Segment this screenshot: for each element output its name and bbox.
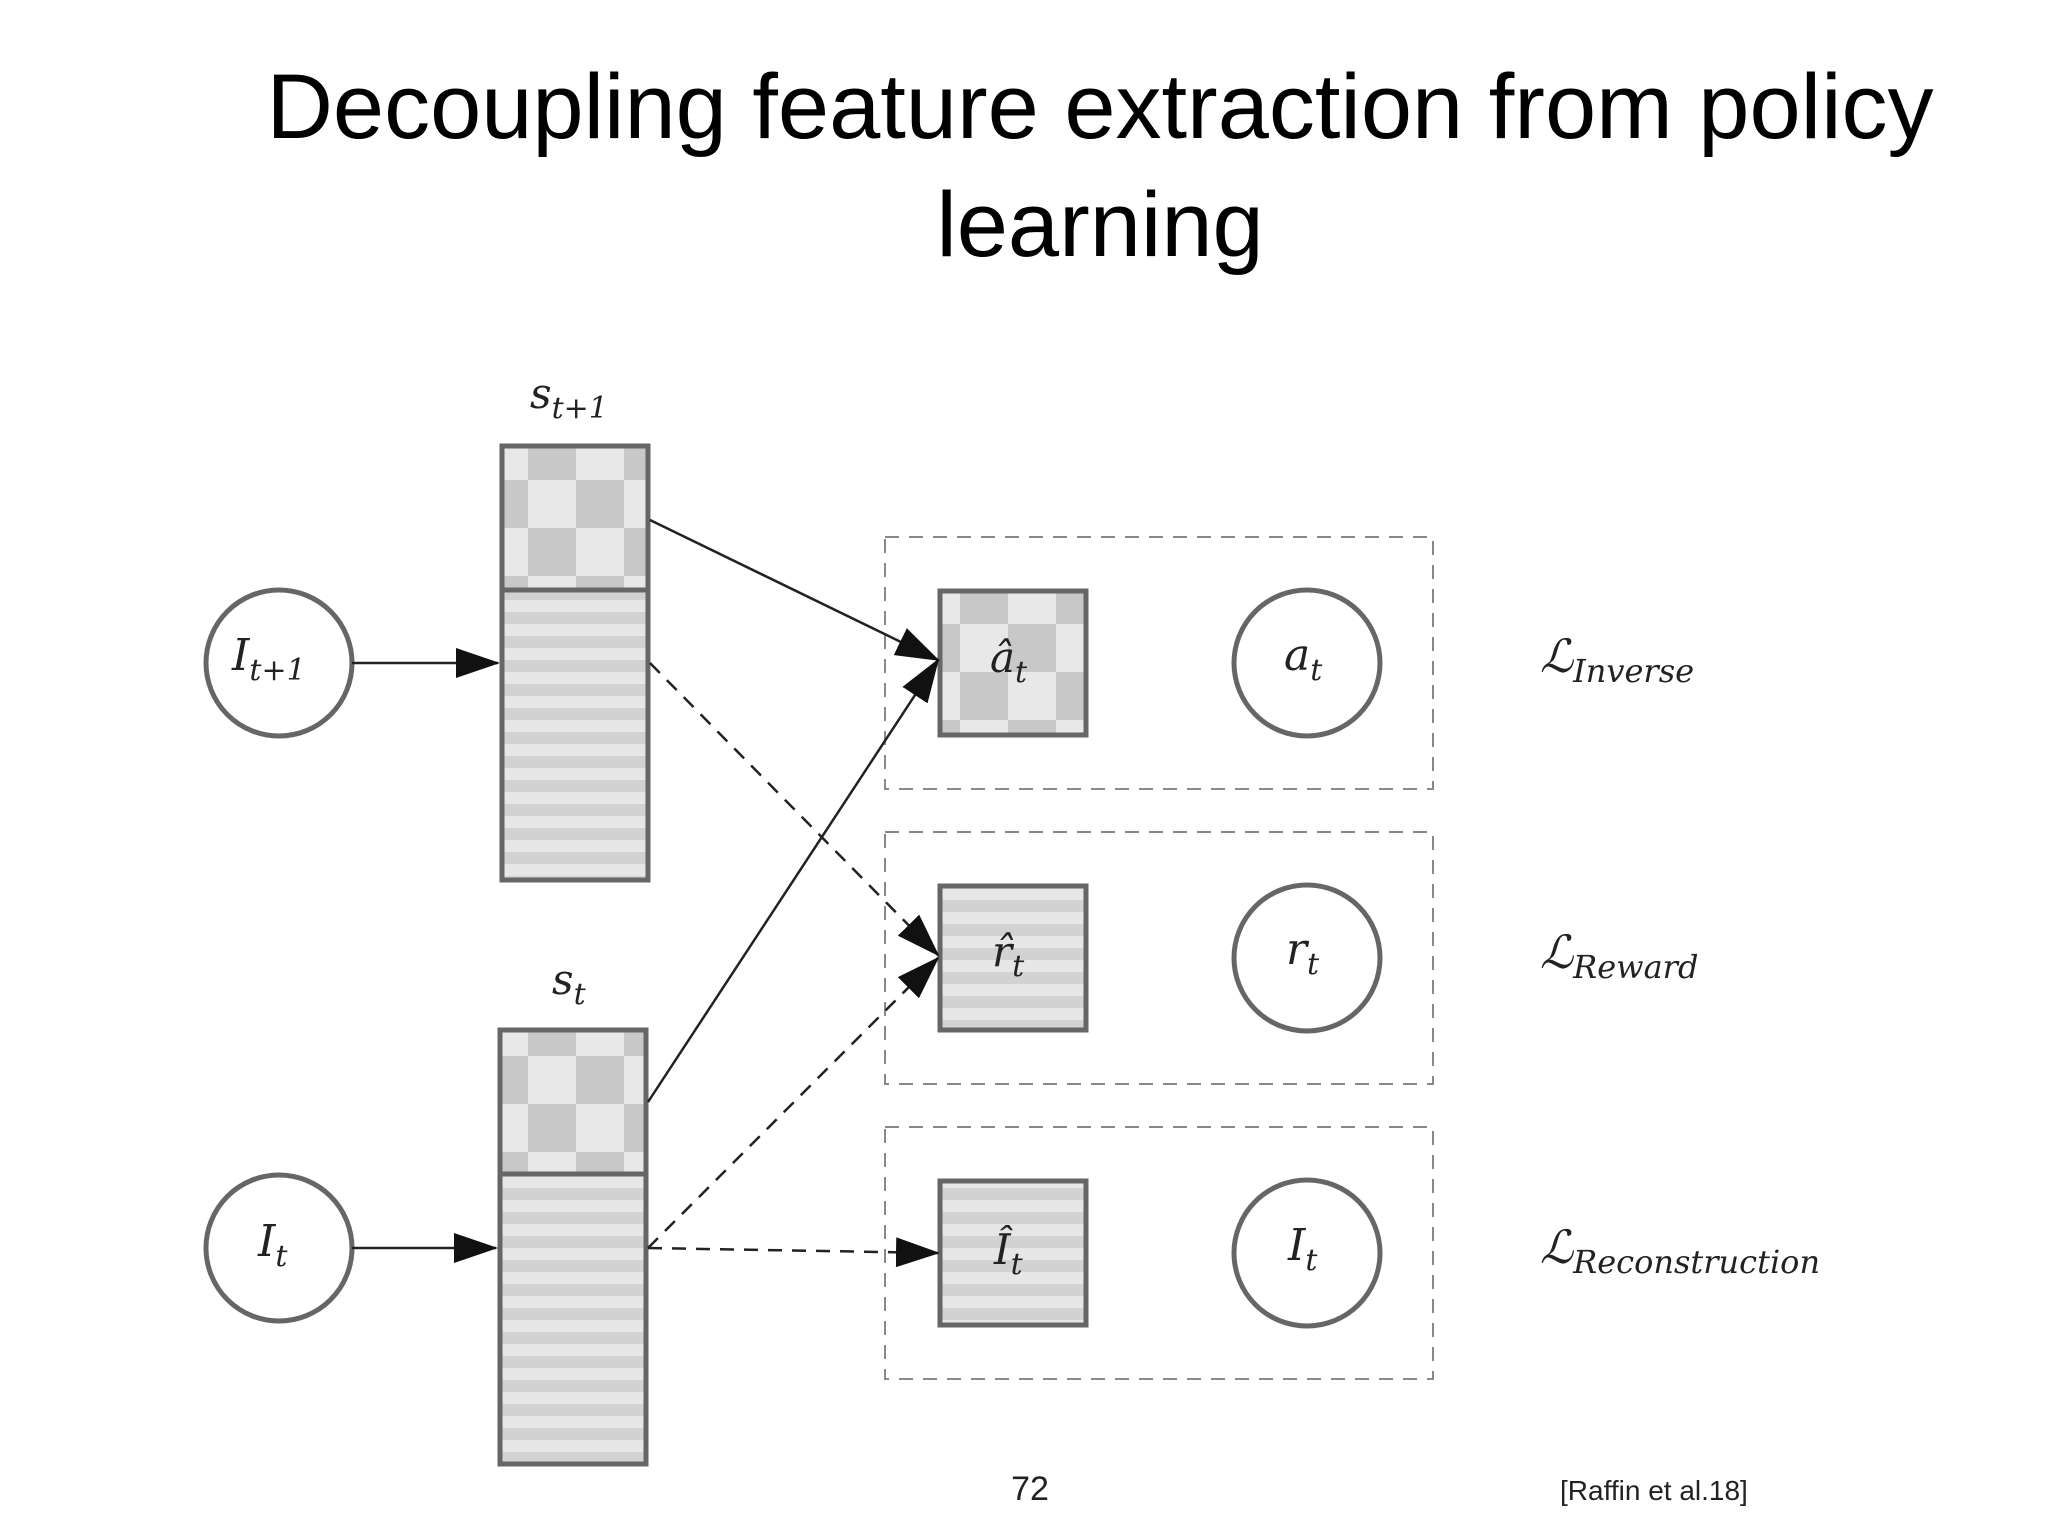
svg-text:It: It <box>257 1216 288 1274</box>
reward-loss-label: ℒReward <box>1540 925 1698 986</box>
reward-prediction-box: r̂t <box>937 883 1089 1033</box>
action-target-node: at <box>1231 587 1383 739</box>
next-state-embedding <box>499 587 651 883</box>
next-image-base: I <box>231 630 251 681</box>
next-image-node: It+1 <box>203 587 355 739</box>
svg-text:at: at <box>1284 630 1323 688</box>
reward-target-base: r <box>1286 924 1310 975</box>
svg-text:r̂t: r̂t <box>992 927 1025 984</box>
reconstruction-prediction-base: Î <box>993 1224 1013 1274</box>
reward-prediction-sub: t <box>1012 949 1025 984</box>
reconstruction-target-node: It <box>1231 1177 1383 1329</box>
reward-target-sub: t <box>1307 947 1320 982</box>
next-image-sub: t+1 <box>249 653 305 688</box>
image-sub: t <box>275 1239 288 1274</box>
action-target-sub: t <box>1310 653 1323 688</box>
action-prediction-box: ât <box>937 588 1089 738</box>
title-line-2: learning <box>936 174 1264 276</box>
reconstruction-target-sub: t <box>1305 1243 1318 1278</box>
next-state-label: st+1 <box>530 369 608 426</box>
svg-text:It: It <box>1287 1220 1318 1278</box>
action-prediction-sub: t <box>1015 655 1028 690</box>
reconstruction-loss-group <box>884 1126 1434 1380</box>
svg-text:Ît: Ît <box>993 1224 1024 1282</box>
reward-target-node: rt <box>1231 882 1383 1034</box>
svg-text:It+1: It+1 <box>231 630 306 688</box>
state-block <box>497 1027 649 1467</box>
citation: [Raffin et al.18] <box>1560 1475 1748 1506</box>
reconstruction-prediction-sub: t <box>1011 1247 1024 1282</box>
image-base: I <box>257 1216 277 1267</box>
image-node: It <box>203 1172 355 1324</box>
action-prediction-base: â <box>990 633 1015 682</box>
state-embedding <box>497 1171 649 1467</box>
reward-loss-group <box>884 831 1434 1085</box>
slide-title: Decoupling feature extraction from polic… <box>220 48 1980 284</box>
next-state-to-reward-arrow <box>649 662 940 957</box>
state-to-action-arrow <box>646 658 940 1103</box>
reconstruction-prediction-box: Ît <box>937 1178 1089 1328</box>
state-to-reconstruction-arrow <box>647 1237 940 1268</box>
svg-text:ât: ât <box>990 633 1028 690</box>
next-state-to-action-arrow <box>649 518 940 662</box>
next-state-block <box>499 443 651 883</box>
action-target-base: a <box>1284 630 1310 681</box>
state-label: st <box>552 955 587 1012</box>
reward-prediction-base: r̂ <box>992 927 1015 976</box>
inverse-loss-group <box>884 536 1434 790</box>
page-number: 72 <box>1011 1470 1049 1508</box>
reconstruction-target-base: I <box>1287 1220 1307 1271</box>
state-to-reward-arrow <box>647 956 940 1249</box>
inverse-loss-label: ℒInverse <box>1540 629 1694 690</box>
next-state-features <box>499 443 651 593</box>
svg-text:rt: rt <box>1286 924 1320 982</box>
reconstruction-loss-label: ℒReconstruction <box>1540 1220 1820 1281</box>
title-line-1: Decoupling feature extraction from polic… <box>266 56 1934 158</box>
state-features <box>497 1027 649 1177</box>
